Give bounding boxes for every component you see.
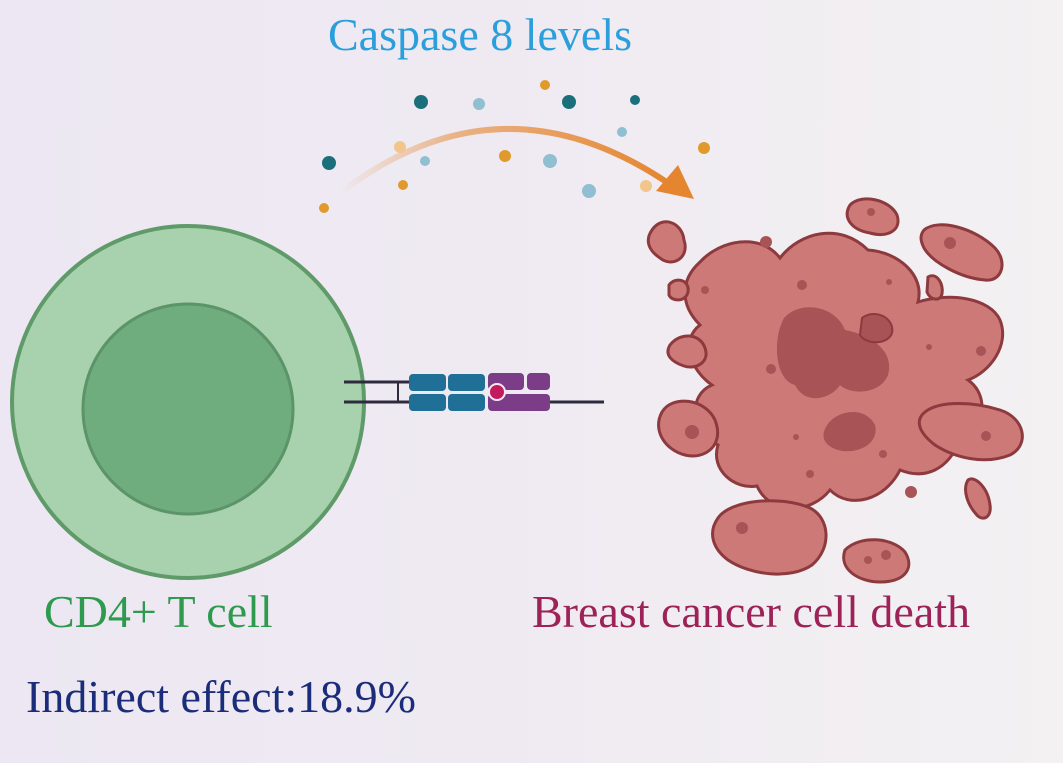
particles-icon bbox=[319, 80, 710, 213]
cancer-cell-label: Breast cancer cell death bbox=[532, 586, 971, 637]
receptor-complex-icon bbox=[344, 373, 604, 411]
indirect-effect-label: Indirect effect:18.9% bbox=[26, 671, 416, 722]
diagram-title: Caspase 8 levels bbox=[328, 9, 633, 60]
cancer-cell-icon bbox=[646, 197, 1024, 584]
arrow-icon bbox=[337, 126, 694, 199]
t-cell-label: CD4+ T cell bbox=[44, 586, 273, 637]
t-cell-icon bbox=[10, 224, 366, 580]
